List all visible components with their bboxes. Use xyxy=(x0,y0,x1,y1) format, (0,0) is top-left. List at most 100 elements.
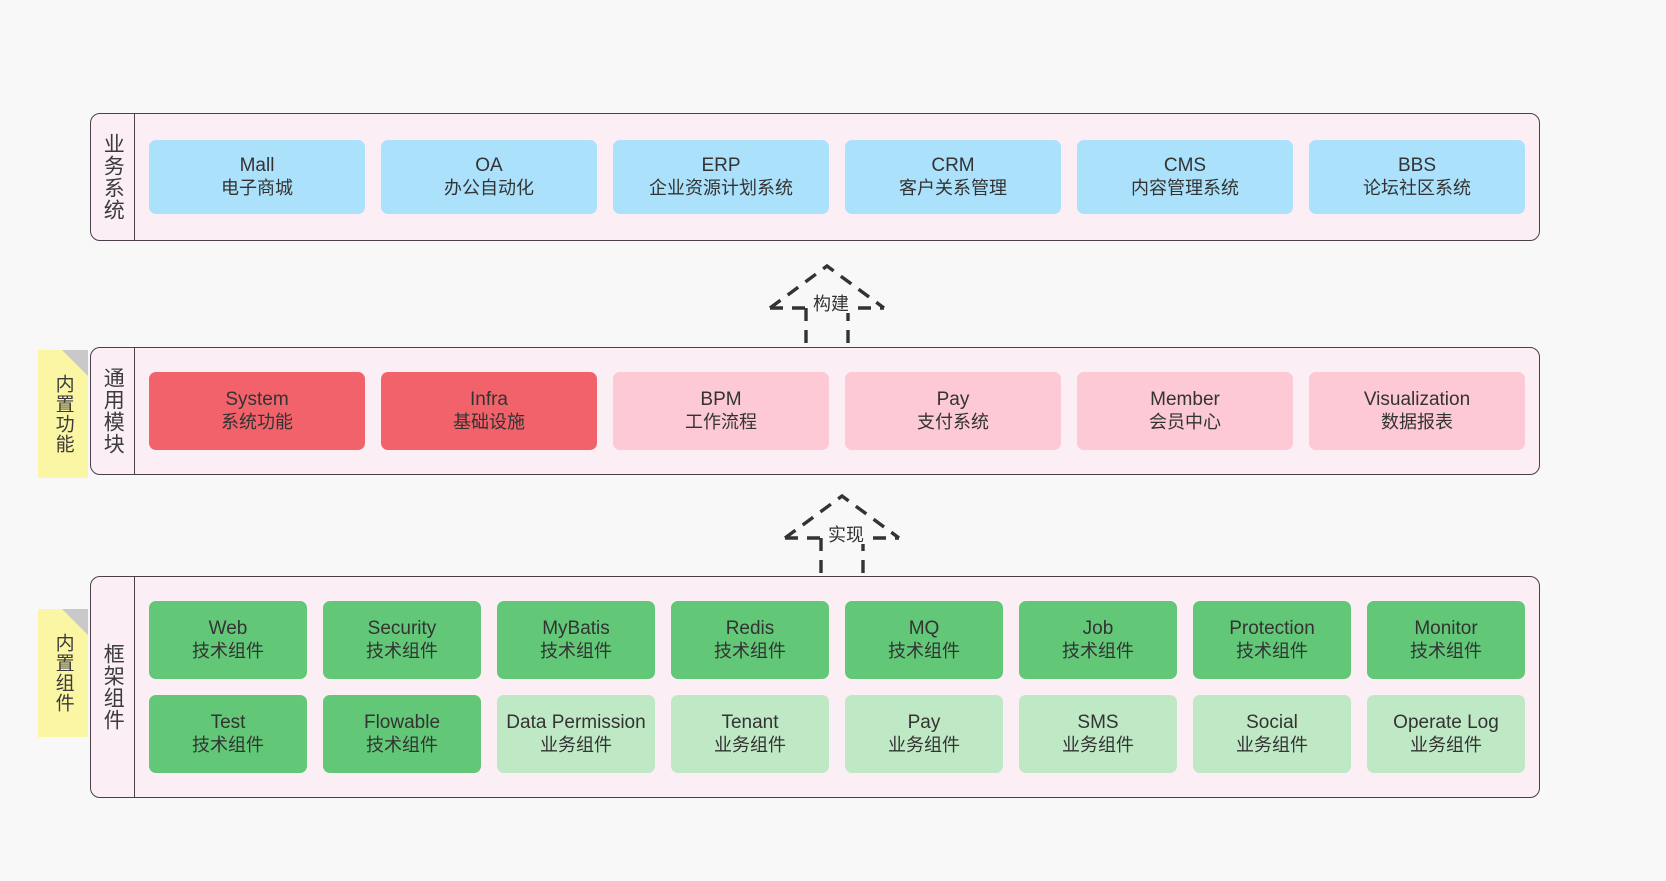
node-job[interactable]: Job 技术组件 xyxy=(1019,601,1177,679)
node-mybatis[interactable]: MyBatis 技术组件 xyxy=(497,601,655,679)
node-subtitle: 会员中心 xyxy=(1149,411,1221,432)
node-title: BPM xyxy=(700,389,742,411)
node-subtitle: 技术组件 xyxy=(540,640,612,661)
node-member[interactable]: Member 会员中心 xyxy=(1077,372,1293,450)
node-subtitle: 业务组件 xyxy=(540,734,612,755)
layer-body-framework-components: Web 技术组件 Security 技术组件 MyBatis 技术组件 Redi… xyxy=(135,577,1539,797)
node-subtitle: 办公自动化 xyxy=(444,177,534,198)
layer-framework-components[interactable]: 框架组件 Web 技术组件 Security 技术组件 MyBatis 技术组件… xyxy=(90,576,1540,798)
node-subtitle: 基础设施 xyxy=(453,411,525,432)
layer-title-common-modules: 通用模块 xyxy=(91,348,135,474)
node-title: MQ xyxy=(908,618,940,640)
node-subtitle: 技术组件 xyxy=(1410,640,1482,661)
connector-implement-label: 实现 xyxy=(825,526,867,544)
node-subtitle: 工作流程 xyxy=(685,411,757,432)
node-subtitle: 客户关系管理 xyxy=(899,177,1007,198)
node-protection[interactable]: Protection 技术组件 xyxy=(1193,601,1351,679)
node-operate-log[interactable]: Operate Log 业务组件 xyxy=(1367,695,1525,773)
node-subtitle: 系统功能 xyxy=(221,411,293,432)
node-subtitle: 技术组件 xyxy=(1062,640,1134,661)
node-subtitle: 支付系统 xyxy=(917,411,989,432)
node-bbs[interactable]: BBS 论坛社区系统 xyxy=(1309,140,1525,214)
node-subtitle: 技术组件 xyxy=(366,640,438,661)
node-title: Flowable xyxy=(363,712,441,734)
node-subtitle: 业务组件 xyxy=(1410,734,1482,755)
node-subtitle: 技术组件 xyxy=(1236,640,1308,661)
node-mall[interactable]: Mall 电子商城 xyxy=(149,140,365,214)
node-system[interactable]: System 系统功能 xyxy=(149,372,365,450)
node-title: Infra xyxy=(469,389,509,411)
node-subtitle: 电子商城 xyxy=(221,177,293,198)
node-oa[interactable]: OA 办公自动化 xyxy=(381,140,597,214)
connector-build-label: 构建 xyxy=(810,295,852,313)
node-sms[interactable]: SMS 业务组件 xyxy=(1019,695,1177,773)
node-row: Web 技术组件 Security 技术组件 MyBatis 技术组件 Redi… xyxy=(149,601,1525,679)
node-title: Mall xyxy=(239,155,275,177)
node-security[interactable]: Security 技术组件 xyxy=(323,601,481,679)
node-subtitle: 技术组件 xyxy=(366,734,438,755)
node-subtitle: 业务组件 xyxy=(1062,734,1134,755)
node-pay[interactable]: Pay 支付系统 xyxy=(845,372,1061,450)
note-fold-corner-icon xyxy=(62,350,88,376)
node-title: Pay xyxy=(907,712,941,734)
node-title: Visualization xyxy=(1363,389,1471,411)
node-bpm[interactable]: BPM 工作流程 xyxy=(613,372,829,450)
node-data-permission[interactable]: Data Permission 业务组件 xyxy=(497,695,655,773)
node-tenant[interactable]: Tenant 业务组件 xyxy=(671,695,829,773)
node-title: Test xyxy=(210,712,246,734)
node-mq[interactable]: MQ 技术组件 xyxy=(845,601,1003,679)
layer-title-business-systems: 业务系统 xyxy=(91,114,135,240)
node-subtitle: 论坛社区系统 xyxy=(1363,177,1471,198)
node-subtitle: 业务组件 xyxy=(888,734,960,755)
node-title: MyBatis xyxy=(542,618,610,640)
node-subtitle: 业务组件 xyxy=(714,734,786,755)
node-subtitle: 业务组件 xyxy=(1236,734,1308,755)
node-title: Operate Log xyxy=(1393,712,1499,734)
node-title: Monitor xyxy=(1414,618,1478,640)
node-title: ERP xyxy=(701,155,741,177)
node-title: CRM xyxy=(931,155,975,177)
note-builtin-features[interactable]: 内置功能 xyxy=(38,350,88,478)
node-title: Pay xyxy=(936,389,970,411)
node-flowable[interactable]: Flowable 技术组件 xyxy=(323,695,481,773)
node-visualization[interactable]: Visualization 数据报表 xyxy=(1309,372,1525,450)
node-title: Member xyxy=(1150,389,1220,411)
connector-implement: 实现 xyxy=(770,490,930,578)
node-redis[interactable]: Redis 技术组件 xyxy=(671,601,829,679)
node-infra[interactable]: Infra 基础设施 xyxy=(381,372,597,450)
node-title: Tenant xyxy=(721,712,779,734)
layer-body-business-systems: Mall 电子商城 OA 办公自动化 ERP 企业资源计划系统 CRM 客户关系… xyxy=(135,114,1539,240)
node-title: BBS xyxy=(1397,155,1437,177)
node-title: SMS xyxy=(1077,712,1119,734)
layer-body-common-modules: System 系统功能 Infra 基础设施 BPM 工作流程 Pay 支付系统… xyxy=(135,348,1539,474)
node-test[interactable]: Test 技术组件 xyxy=(149,695,307,773)
node-title: Security xyxy=(367,618,437,640)
layer-business-systems[interactable]: 业务系统 Mall 电子商城 OA 办公自动化 ERP 企业资源计划系统 CRM… xyxy=(90,113,1540,241)
node-row: System 系统功能 Infra 基础设施 BPM 工作流程 Pay 支付系统… xyxy=(149,372,1525,450)
node-web[interactable]: Web 技术组件 xyxy=(149,601,307,679)
node-subtitle: 技术组件 xyxy=(888,640,960,661)
node-title: Protection xyxy=(1229,618,1315,640)
note-fold-corner-icon xyxy=(62,609,88,635)
node-erp[interactable]: ERP 企业资源计划系统 xyxy=(613,140,829,214)
node-row: Mall 电子商城 OA 办公自动化 ERP 企业资源计划系统 CRM 客户关系… xyxy=(149,140,1525,214)
node-title: Job xyxy=(1082,618,1114,640)
note-label: 内置组件 xyxy=(52,633,74,713)
note-builtin-components[interactable]: 内置组件 xyxy=(38,609,88,737)
node-cms[interactable]: CMS 内容管理系统 xyxy=(1077,140,1293,214)
node-subtitle: 技术组件 xyxy=(714,640,786,661)
node-crm[interactable]: CRM 客户关系管理 xyxy=(845,140,1061,214)
layer-common-modules[interactable]: 通用模块 System 系统功能 Infra 基础设施 BPM 工作流程 Pay… xyxy=(90,347,1540,475)
node-social[interactable]: Social 业务组件 xyxy=(1193,695,1351,773)
note-label: 内置功能 xyxy=(52,374,74,454)
node-title: Web xyxy=(208,618,248,640)
node-monitor[interactable]: Monitor 技术组件 xyxy=(1367,601,1525,679)
node-pay-business[interactable]: Pay 业务组件 xyxy=(845,695,1003,773)
node-title: CMS xyxy=(1163,155,1207,177)
node-title: Data Permission xyxy=(506,712,646,734)
layer-title-framework-components: 框架组件 xyxy=(91,577,135,797)
node-title: OA xyxy=(475,155,503,177)
connector-build: 构建 xyxy=(755,258,915,350)
node-title: Social xyxy=(1246,712,1298,734)
node-title: Redis xyxy=(725,618,775,640)
